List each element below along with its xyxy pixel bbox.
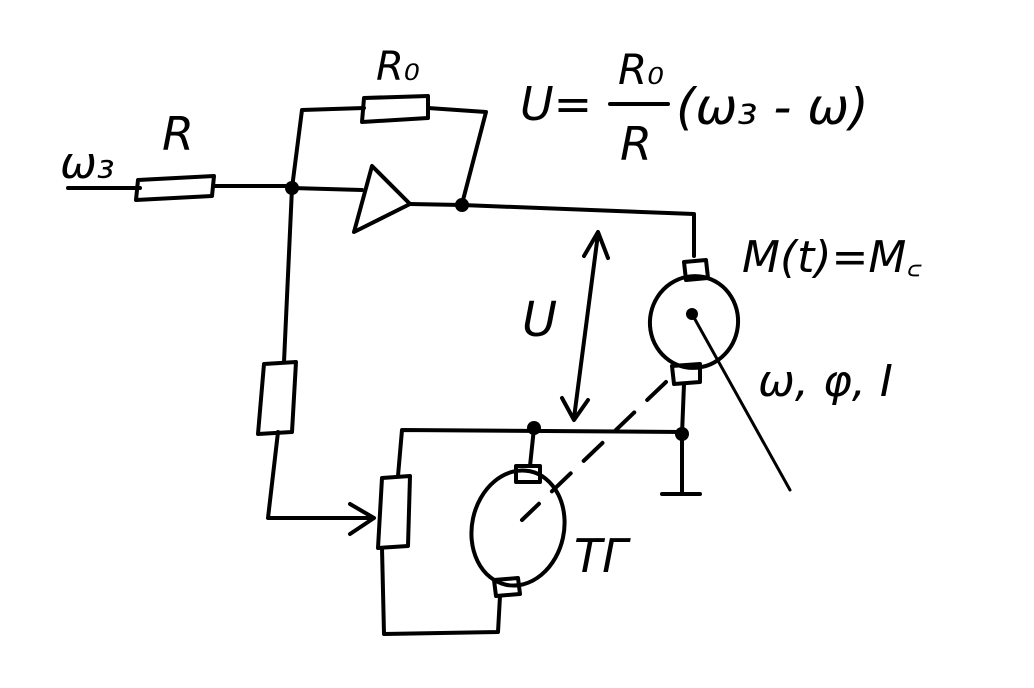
amplifier-triangle — [352, 164, 412, 234]
arrow-head — [348, 502, 376, 536]
equation-rhs: (ω₃ - ω) — [676, 78, 869, 136]
output-wire — [408, 202, 696, 258]
tacho-top-wire — [528, 426, 536, 468]
left-branch-wire — [266, 186, 372, 520]
node-to-amp-wire — [290, 186, 364, 192]
potentiometer — [376, 474, 412, 550]
equation-numerator: R₀ — [618, 45, 664, 94]
equation-lhs: U= — [520, 77, 592, 131]
ground-wire — [660, 432, 702, 496]
tacho-top-brush — [514, 464, 542, 484]
input-label: ω₃ — [60, 138, 114, 189]
equation-denominator: R — [620, 117, 652, 171]
motor-to-ground-wire — [680, 382, 686, 436]
motor-armature — [647, 274, 741, 370]
feedback-wire — [290, 106, 488, 206]
voltage-label: U — [522, 292, 557, 348]
tacho-armature — [469, 468, 567, 588]
motor-bottom-brush — [670, 362, 702, 386]
motor-vars-label: ω, φ, I — [758, 356, 893, 407]
divider-resistor — [256, 360, 298, 436]
feedback-resistor-label: R₀ — [376, 44, 420, 90]
tachogenerator-label: ТГ — [574, 529, 631, 583]
load-torque-label: M(t)=M꜀ — [742, 232, 922, 283]
input-resistor-label: R — [162, 107, 194, 161]
input-resistor — [134, 174, 216, 202]
mechanical-coupling — [520, 380, 668, 522]
tacho-bottom-brush — [492, 576, 522, 598]
feedback-resistor — [360, 94, 430, 124]
voltage-arrow — [560, 230, 610, 422]
motor-pointer — [690, 312, 792, 492]
pot-wires — [380, 428, 684, 636]
